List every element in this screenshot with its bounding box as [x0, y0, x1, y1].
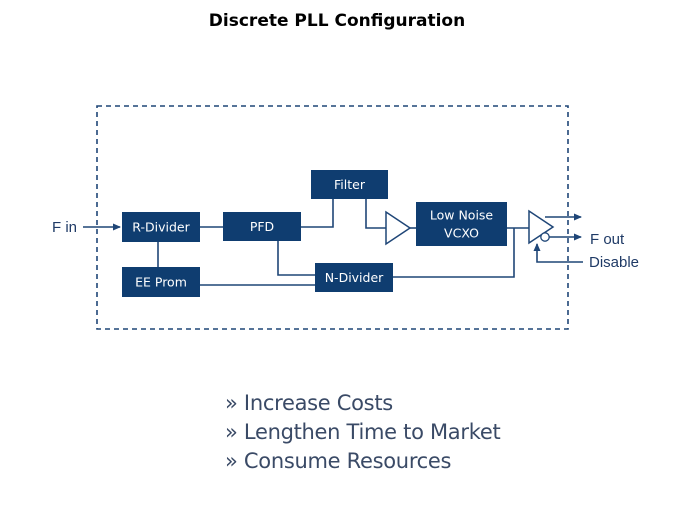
- block-r-divider-label: R-Divider: [132, 220, 190, 235]
- block-r-divider: R-Divider: [122, 212, 200, 242]
- disable-label: Disable: [589, 254, 639, 271]
- block-vcxo: Low Noise VCXO: [416, 202, 507, 246]
- pfd-to-filter-wire: [301, 199, 334, 228]
- disable-wire: [533, 243, 583, 263]
- amplifier-icon: [385, 210, 412, 246]
- block-vcxo-label-line1: Low Noise: [430, 208, 494, 223]
- vcxo-feedback-to-ndivider-wire: [393, 228, 515, 278]
- inverting-bubble-icon: [540, 232, 550, 242]
- block-ee-prom-label: EE Prom: [135, 275, 187, 290]
- chip-boundary: [96, 105, 569, 330]
- block-pfd-label: PFD: [250, 219, 274, 234]
- bullet-item: » Increase Costs: [225, 391, 393, 415]
- bullet-item: » Lengthen Time to Market: [225, 420, 501, 444]
- block-vcxo-label-line2: VCXO: [444, 226, 479, 241]
- pfd-to-ndivider-wire: [277, 241, 315, 276]
- block-n-divider-label: N-Divider: [325, 270, 384, 285]
- block-filter: Filter: [311, 170, 388, 199]
- bullet-list: » Increase Costs » Lengthen Time to Mark…: [225, 389, 501, 476]
- slide-title: Discrete PLL Configuration: [208, 11, 466, 31]
- block-n-divider: N-Divider: [315, 263, 393, 292]
- output-label: F out: [590, 231, 625, 248]
- block-pfd: PFD: [223, 212, 301, 241]
- block-ee-prom: EE Prom: [122, 267, 200, 297]
- wires: [83, 199, 583, 286]
- filter-to-amp-wire: [365, 199, 386, 229]
- block-filter-label: Filter: [334, 177, 366, 192]
- input-label: F in: [52, 219, 77, 236]
- bullet-item: » Consume Resources: [225, 449, 452, 473]
